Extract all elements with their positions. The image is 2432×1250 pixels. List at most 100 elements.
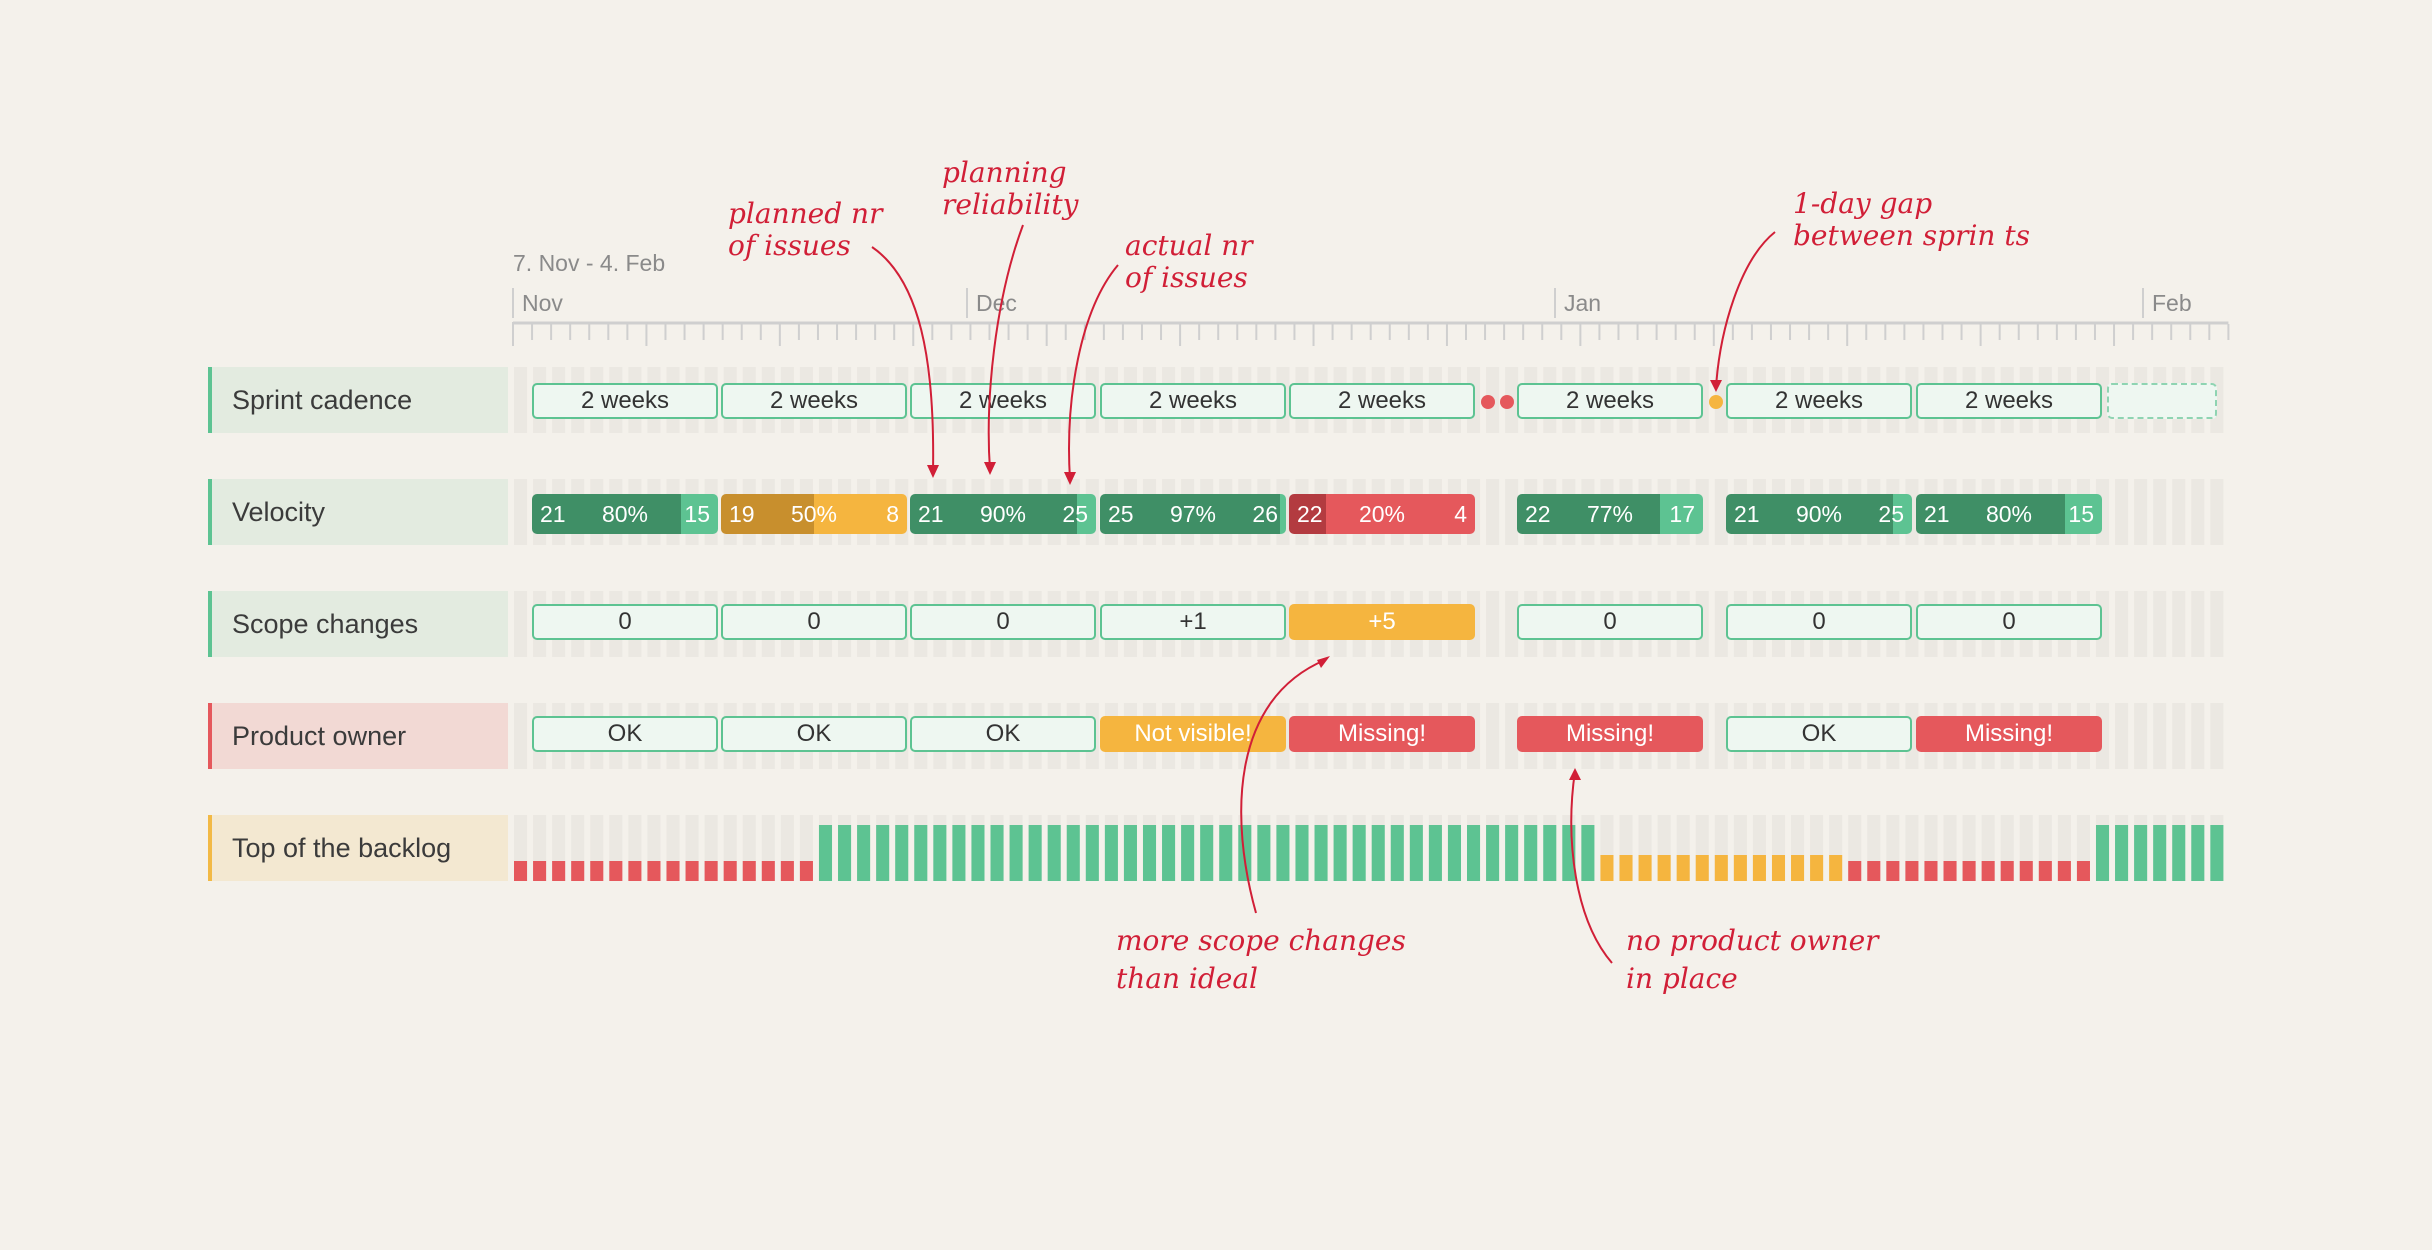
scope-change-cell: 0 (910, 604, 1096, 640)
backlog-bar (2000, 861, 2014, 881)
day-stripe (514, 367, 528, 433)
backlog-bar (1238, 825, 1252, 881)
velocity-reliability: 90% (1795, 501, 1843, 527)
velocity-planned: 22 (1525, 501, 1551, 527)
backlog-bar (1219, 825, 1233, 881)
backlog-bar (952, 825, 966, 881)
product-owner-cell: Missing! (1916, 716, 2102, 752)
backlog-bar (1295, 825, 1309, 881)
backlog-bar (1200, 825, 1214, 881)
day-stripe (1486, 479, 1500, 545)
date-range-label: 7. Nov - 4. Feb (513, 250, 666, 276)
day-stripe (1714, 479, 1728, 545)
backlog-bar (1409, 825, 1423, 881)
velocity-planned: 21 (540, 501, 566, 527)
day-stripe (2134, 703, 2148, 769)
day-stripe (1714, 591, 1728, 657)
backlog-bar (1791, 855, 1805, 881)
velocity-actual: 25 (1062, 501, 1088, 527)
backlog-bar (990, 825, 1004, 881)
backlog-bar (1562, 825, 1576, 881)
backlog-bar (1619, 855, 1633, 881)
velocity-planned: 22 (1297, 501, 1323, 527)
velocity-fill (532, 494, 681, 534)
scope-change-cell: +1 (1100, 604, 1286, 640)
velocity-reliability: 97% (1169, 501, 1217, 527)
day-stripe (2210, 479, 2224, 545)
velocity-actual: 15 (684, 501, 710, 527)
velocity-rest (1326, 494, 1475, 534)
velocity-actual: 25 (1878, 501, 1904, 527)
backlog-bar (1676, 855, 1690, 881)
backlog-bar (1600, 855, 1614, 881)
backlog-bar (2191, 825, 2205, 881)
product-owner-cell: OK (532, 716, 718, 752)
product-owner-cell: Missing! (1517, 716, 1703, 752)
backlog-bar (799, 861, 813, 881)
backlog-bar (1276, 825, 1290, 881)
backlog-bar (552, 861, 566, 881)
backlog-bar (1333, 825, 1347, 881)
day-stripe (1486, 591, 1500, 657)
scope-change-cell: 0 (1916, 604, 2102, 640)
sprint-cadence-cell: 2 weeks (532, 383, 718, 419)
row-label-top-of-backlog: Top of the backlog (208, 815, 508, 881)
velocity-planned: 21 (1734, 501, 1760, 527)
backlog-bar (514, 861, 528, 881)
annotation-scope: more scope changes than ideal (1116, 924, 1406, 995)
product-owner-cell: Missing! (1289, 716, 1475, 752)
day-stripe (2191, 591, 2205, 657)
velocity-rest (1660, 494, 1703, 534)
backlog-bar (1867, 861, 1881, 881)
backlog-bar (1752, 855, 1766, 881)
backlog-bar (1486, 825, 1500, 881)
sprint-cadence-cell: 2 weeks (1289, 383, 1475, 419)
backlog-bar (1505, 825, 1519, 881)
backlog-bar (780, 861, 794, 881)
backlog-bar (1009, 825, 1023, 881)
backlog-bar (818, 825, 833, 881)
day-stripe (2191, 703, 2205, 769)
sprint-cadence-upcoming (2107, 383, 2217, 419)
day-stripe (2191, 479, 2205, 545)
sprint-cadence-cell: 2 weeks (721, 383, 907, 419)
sprint-cadence-cell: 2 weeks (910, 383, 1096, 419)
velocity-planned: 19 (729, 501, 755, 527)
sprint-gap-marker (1481, 395, 1495, 409)
velocity-fill (1100, 494, 1281, 534)
backlog-bar (1066, 825, 1080, 881)
sprint-cadence-cell: 2 weeks (1517, 383, 1703, 419)
annotation-reliability: planning reliability (942, 156, 1079, 221)
backlog-bar (1371, 825, 1385, 881)
backlog-bar (2115, 825, 2129, 881)
velocity-fill (1916, 494, 2065, 534)
velocity-planned: 21 (1924, 501, 1950, 527)
row-label-sprint-cadence: Sprint cadence (208, 367, 508, 433)
backlog-bar (1447, 825, 1461, 881)
backlog-bar (1142, 825, 1157, 881)
velocity-rest (680, 494, 718, 534)
backlog-bar (1314, 825, 1328, 881)
backlog-bar (742, 861, 756, 881)
velocity-reliability: 90% (979, 501, 1027, 527)
backlog-bar (1181, 825, 1195, 881)
velocity-fill (1726, 494, 1894, 534)
backlog-bar (1104, 825, 1118, 881)
velocity-reliability: 80% (601, 501, 649, 527)
velocity-fill (1517, 494, 1661, 534)
day-stripe (2134, 479, 2148, 545)
velocity-reliability: 50% (790, 501, 838, 527)
backlog-bar (533, 861, 547, 881)
backlog-bar (1886, 861, 1900, 881)
backlog-bar (1524, 825, 1538, 881)
day-stripe (514, 479, 528, 545)
backlog-bar (1848, 861, 1862, 881)
backlog-bar (723, 861, 737, 881)
backlog-bar (1695, 855, 1709, 881)
product-owner-cell: Not visible! (1100, 716, 1286, 752)
velocity-bar: 90% 21 25 (1726, 494, 1912, 534)
backlog-bar (1390, 825, 1404, 881)
